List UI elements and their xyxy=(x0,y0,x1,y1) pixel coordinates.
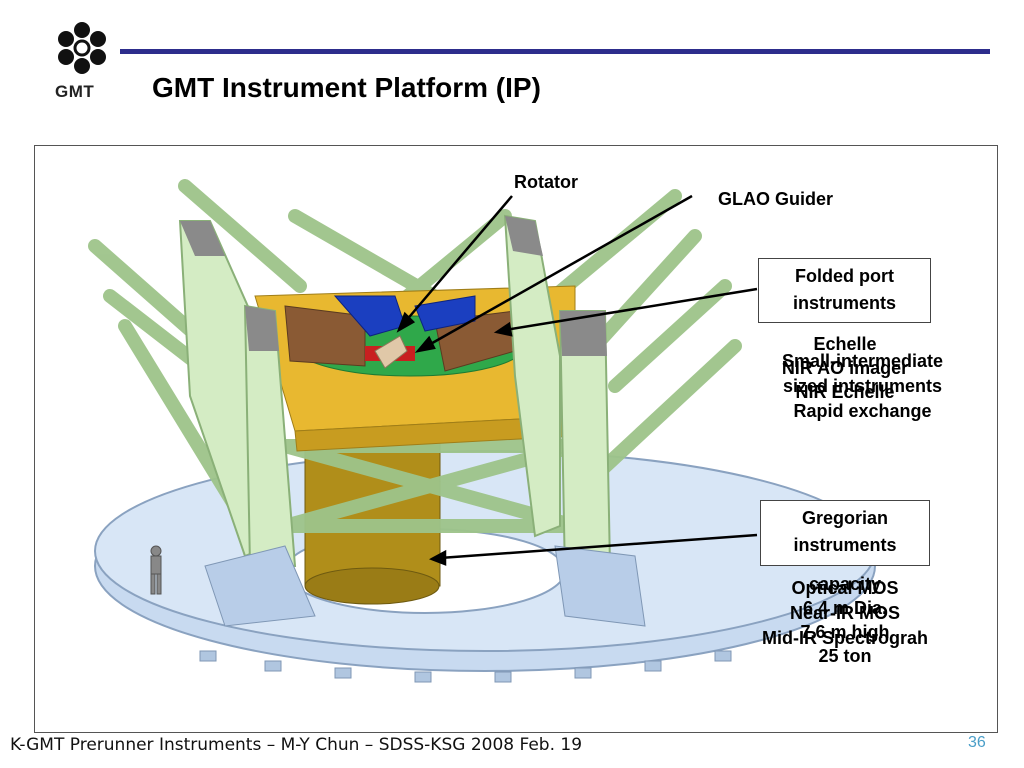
gregorian-list-a: Optical MOS Near-IR MOS Mid-IR Spectrogr… xyxy=(735,576,955,651)
page-number: 36 xyxy=(968,734,986,751)
gregorian-box-line1: Gregorian xyxy=(801,508,889,528)
frame-cap xyxy=(180,221,225,256)
central-unit xyxy=(374,335,408,369)
gregorian-list-b: capacity 6.4 m Dia. 7.6 m high 25 ton xyxy=(735,572,955,668)
rotator-label: Rotator xyxy=(514,172,578,192)
folded-port-list-a-item: NIR Echelle xyxy=(795,382,895,402)
folded-port-list-b: Small-intermediate sized intstruments Ra… xyxy=(755,349,970,424)
gregorian-list-a-item: Near-IR MOS xyxy=(789,603,901,623)
footer-text: K-GMT Prerunner Instruments – M-Y Chun –… xyxy=(10,735,583,755)
glao-guider-right xyxy=(414,295,476,332)
support-foot xyxy=(554,545,646,627)
folded-port-box-line2: instruments xyxy=(792,293,897,313)
ring-feet xyxy=(199,650,732,683)
folded-port-list-a: Echelle NIR AO imager NIR Echelle xyxy=(755,332,935,404)
folded-port-list-b-item: sized intstruments xyxy=(782,376,943,396)
gmt-logo xyxy=(50,18,115,83)
instrument-platform-illustration xyxy=(88,179,876,683)
folded-port-list-a-item: NIR AO imager xyxy=(781,358,909,378)
gregorian-list-b-item: 6.4 m Dia. xyxy=(802,598,888,618)
gregorian-list-b-item: 7.6 m high xyxy=(800,622,890,642)
folded-port-box-line1: Folded port xyxy=(795,266,894,286)
slide-title: GMT Instrument Platform (IP) xyxy=(152,72,541,103)
title-rule xyxy=(120,49,990,54)
side-frame-front-left xyxy=(243,304,297,567)
folded-port-list-b-item: Rapid exchange xyxy=(793,401,932,421)
folded-port-list-a-item: Echelle xyxy=(813,334,877,354)
figure-frame xyxy=(34,145,998,733)
support-foot xyxy=(204,545,316,627)
gregorian-list-b-item: capacity xyxy=(808,574,882,594)
folded-port-instrument-left xyxy=(284,305,366,367)
frame-cap xyxy=(245,306,279,351)
logo-text: GMT xyxy=(55,82,95,101)
folded-port-box: Folded port instruments xyxy=(758,258,931,323)
pointer-arrows xyxy=(396,194,758,566)
frame-cap xyxy=(505,216,543,256)
frame-cap xyxy=(560,311,607,356)
gregorian-list-a-item: Optical MOS xyxy=(791,578,899,598)
cylinder-bottom xyxy=(304,567,440,605)
gmt-logo-icon xyxy=(58,22,106,74)
gregorian-list-b-item: 25 ton xyxy=(818,646,872,666)
human-scale-figure xyxy=(150,545,162,595)
gregorian-box: Gregorian instruments xyxy=(760,500,930,566)
folded-port-list-b-item: Small-intermediate xyxy=(781,351,944,371)
gregorian-list-a-item: Mid-IR Spectrograh xyxy=(761,628,928,648)
glao-guider-label: GLAO Guider xyxy=(718,189,834,209)
gregorian-box-line2: instruments xyxy=(793,535,897,555)
